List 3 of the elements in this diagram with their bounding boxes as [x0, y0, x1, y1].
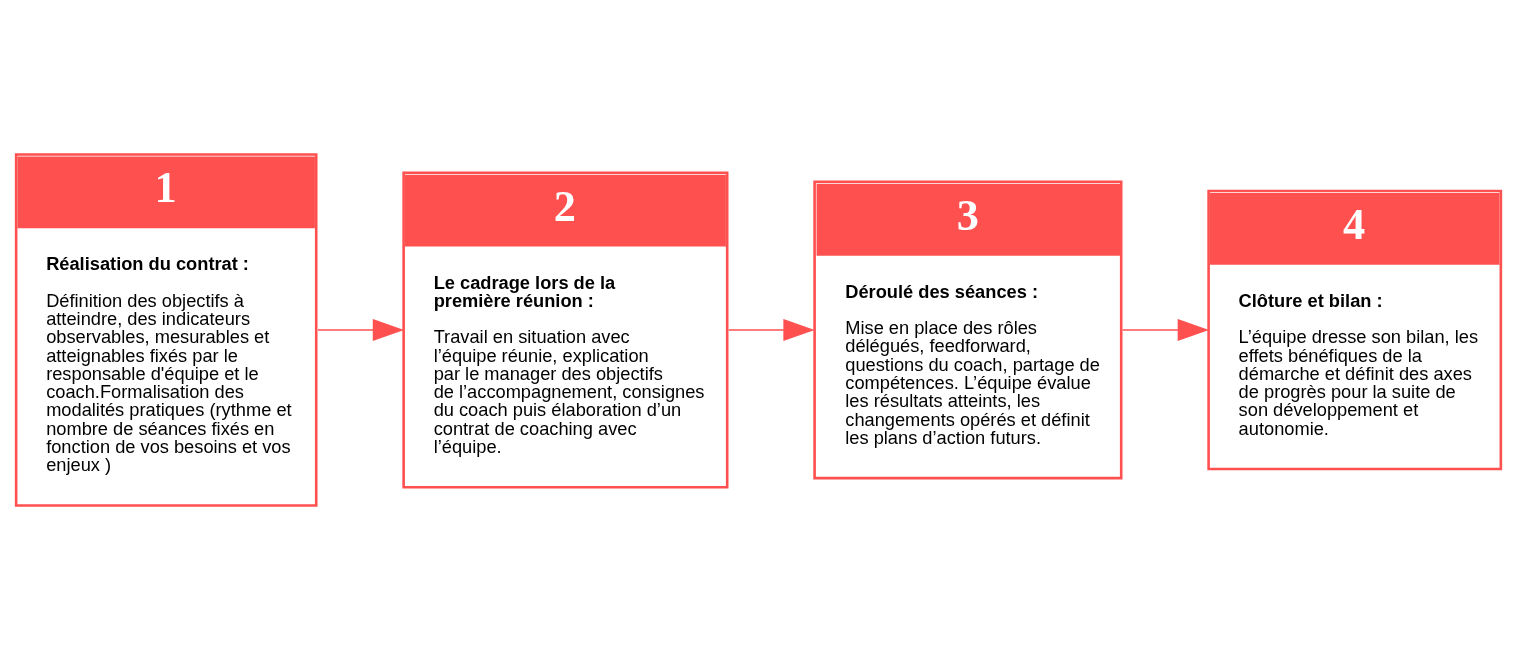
arrow — [317, 318, 405, 341]
arrow — [1122, 318, 1209, 341]
arrow — [728, 318, 815, 341]
